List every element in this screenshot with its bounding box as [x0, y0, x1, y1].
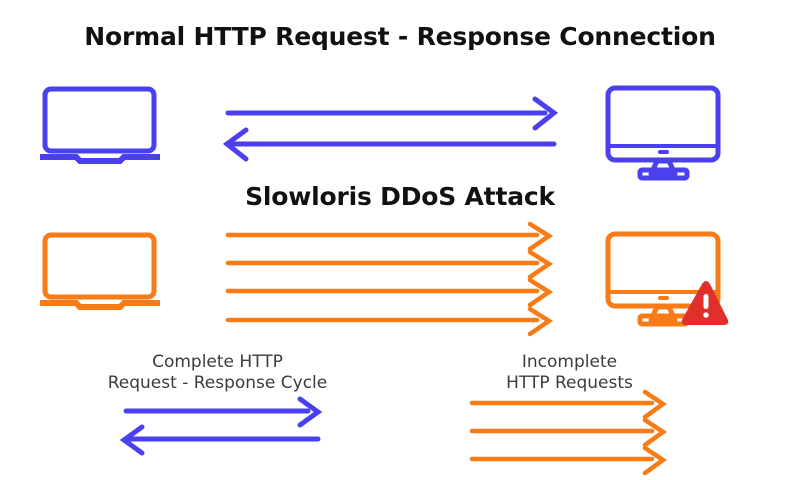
legend-arrow-incomplete-request	[469, 445, 667, 476]
arrow-incomplete-request	[225, 306, 554, 337]
legend-arrow-incomplete-request	[469, 389, 667, 420]
page-title-slowloris-attack: Slowloris DDoS Attack	[245, 182, 555, 211]
legend-arrow-incomplete-request	[469, 417, 667, 448]
warning-triangle-icon	[681, 281, 729, 325]
page-title-normal-connection: Normal HTTP Request - Response Connectio…	[84, 22, 716, 51]
legend-label-incomplete-requests: Incomplete HTTP Requests	[506, 352, 633, 393]
desktop-monitor-icon	[605, 231, 721, 327]
arrow-incomplete-request	[225, 249, 554, 280]
legend-arrow-request-right	[123, 396, 323, 428]
arrow-request-right	[225, 96, 559, 131]
desktop-monitor-icon	[605, 85, 721, 181]
laptop-icon	[40, 232, 160, 310]
arrow-incomplete-request	[225, 277, 554, 308]
arrow-incomplete-request	[225, 221, 554, 252]
legend-label-complete-cycle: Complete HTTP Request - Response Cycle	[107, 352, 328, 393]
laptop-icon	[40, 86, 160, 164]
arrow-response-left	[222, 127, 557, 162]
legend-arrow-response-left	[119, 424, 321, 456]
